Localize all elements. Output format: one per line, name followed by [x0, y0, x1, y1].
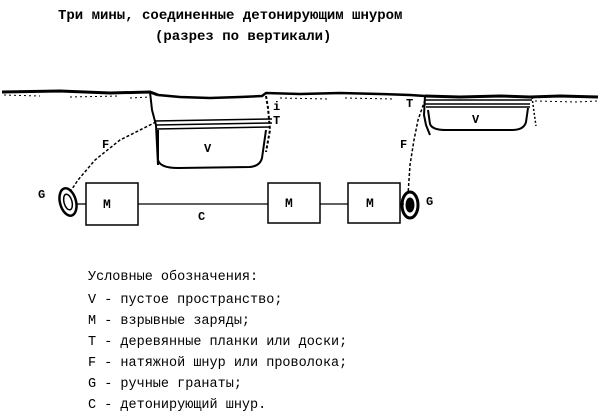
ground-surface-right — [424, 94, 599, 99]
ground-texture-middle — [279, 97, 396, 100]
label-t-left: T — [273, 114, 280, 128]
label-v-left: V — [204, 142, 212, 156]
legend-item: T - деревянные планки или доски; — [88, 335, 347, 350]
tripwire-left — [69, 121, 157, 193]
label-v-right: V — [472, 113, 480, 127]
ground-texture-right — [534, 100, 599, 103]
charge-box-3 — [347, 182, 401, 224]
legend: Условные обозначения: V - пустое простра… — [88, 270, 347, 413]
left-void-bowl — [157, 129, 267, 170]
label-m-3: M — [366, 196, 374, 211]
tripwire-right — [407, 99, 426, 196]
right-planks — [424, 99, 532, 108]
legend-item: C - детонирующий шнур. — [88, 398, 266, 413]
label-m-2: M — [285, 196, 293, 211]
label-g-left: G — [38, 188, 45, 202]
right-pit-wall-right — [531, 96, 537, 127]
legend-item: M - взрывные заряды; — [88, 314, 250, 329]
label-g-right: G — [426, 195, 433, 209]
ground-surface-left — [1, 89, 159, 97]
label-f-left: F — [102, 138, 109, 152]
label-t-mark: i — [273, 100, 280, 114]
legend-item: F - натяжной шнур или проволока; — [88, 356, 347, 371]
right-void-bowl — [427, 107, 529, 131]
left-pit-wall-right — [265, 95, 272, 153]
grenade-left-icon — [58, 187, 78, 217]
legend-item: V - пустое пространство; — [88, 293, 282, 308]
right-pit-wall-left — [422, 95, 431, 136]
diagram-subtitle: (разрез по вертикали) — [155, 29, 331, 45]
charge-box-1 — [85, 182, 139, 226]
diagram-title: Три мины, соединенные детонирующим шнуро… — [58, 8, 402, 24]
label-f-right: F — [400, 138, 407, 152]
label-t-right: T — [406, 97, 413, 111]
grenade-right-icon — [400, 190, 420, 220]
legend-heading: Условные обозначения: — [88, 270, 258, 285]
legend-item: G - ручные гранаты; — [88, 377, 242, 392]
charge-box-2 — [267, 182, 321, 224]
label-c: C — [198, 210, 205, 224]
ground-surface-middle — [157, 91, 426, 100]
label-m-1: M — [103, 197, 111, 212]
left-planks — [153, 118, 273, 130]
ground-texture-left — [3, 94, 151, 99]
